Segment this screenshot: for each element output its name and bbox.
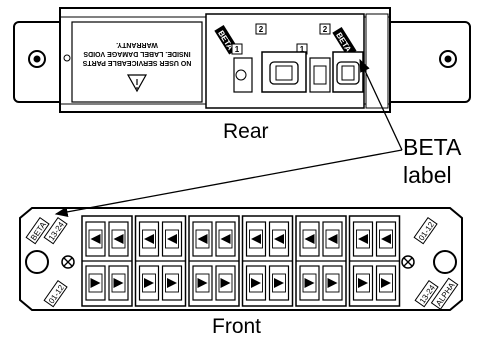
- svg-text:1: 1: [300, 45, 305, 54]
- fiber-port: [138, 221, 160, 257]
- beta-label-callout: BETA label: [403, 133, 461, 189]
- svg-text:2: 2: [259, 25, 264, 34]
- adapter-module: [188, 215, 240, 307]
- warning-line-3: WARRANTY.: [116, 41, 158, 48]
- fiber-port: [352, 265, 374, 301]
- rear-warranty-label: NO USER SERVICEABLE PARTS INSIDE. LABEL …: [63, 21, 203, 103]
- fiber-port: [85, 221, 106, 257]
- callout-arrow-rear: [359, 58, 403, 151]
- fiber-port: [161, 265, 183, 301]
- callout-arrow-front: [54, 149, 403, 217]
- fiber-port: [322, 265, 343, 301]
- fiber-port: [108, 265, 129, 301]
- adapter-module: [295, 215, 347, 307]
- rear-connector-right-inner: [332, 51, 364, 93]
- warning-line-2: INSIDE. LABEL DAMAGE VOIDS: [83, 50, 191, 57]
- adapter-modules: [81, 215, 401, 307]
- front-right-mounting-hole: [433, 250, 457, 274]
- adapter-module: [81, 215, 133, 307]
- front-caption: Front: [212, 315, 262, 338]
- rear-right-mounting-hole: [439, 50, 457, 68]
- warning-triangle-icon: [126, 74, 148, 93]
- rear-port-number-3: 2: [319, 23, 331, 35]
- adapter-module: [241, 215, 294, 307]
- fiber-port: [322, 221, 343, 257]
- adapter-module: [348, 215, 401, 307]
- rear-view: NO USER SERVICEABLE PARTS INSIDE. LABEL …: [13, 7, 471, 113]
- fiber-port: [138, 265, 160, 301]
- fiber-port: [245, 265, 267, 301]
- svg-text:1: 1: [235, 45, 240, 54]
- fiber-port: [215, 265, 236, 301]
- rear-port-number-2: 1: [231, 43, 243, 55]
- rear-caption: Rear: [223, 120, 269, 143]
- front-left-screw-icon: [61, 255, 75, 269]
- fiber-port: [108, 221, 129, 257]
- fiber-port: [192, 221, 213, 257]
- adapter-module: [134, 215, 187, 307]
- fiber-port: [299, 221, 320, 257]
- fiber-port: [215, 221, 236, 257]
- rear-connector-right-outer: [309, 57, 331, 93]
- fiber-port: [245, 221, 267, 257]
- warning-line-1: NO USER SERVICEABLE PARTS: [82, 59, 191, 66]
- fiber-port: [352, 221, 374, 257]
- fiber-port: [161, 221, 183, 257]
- fiber-port: [192, 265, 213, 301]
- rear-adapter-panel: BETA BETA 2 1 2 1: [205, 13, 389, 109]
- rear-connector-left-inner: [261, 51, 307, 93]
- rear-left-mounting-hole: [28, 50, 46, 68]
- fiber-port: [268, 221, 290, 257]
- svg-text:2: 2: [323, 25, 328, 34]
- fiber-port: [85, 265, 106, 301]
- front-view: BETA 13-24 01-12 01-12 13-24 ALPHA: [19, 207, 463, 311]
- rear-port-number-1: 2: [255, 23, 267, 35]
- callout-line-2: label: [403, 162, 452, 188]
- rear-connector-left-outer: [233, 57, 253, 93]
- fiber-port: [375, 265, 397, 301]
- fiber-port: [268, 265, 290, 301]
- fiber-port: [375, 221, 397, 257]
- callout-line-1: BETA: [403, 134, 462, 160]
- fiber-port: [299, 265, 320, 301]
- front-right-screw-icon: [401, 255, 415, 269]
- front-left-mounting-hole: [25, 250, 49, 274]
